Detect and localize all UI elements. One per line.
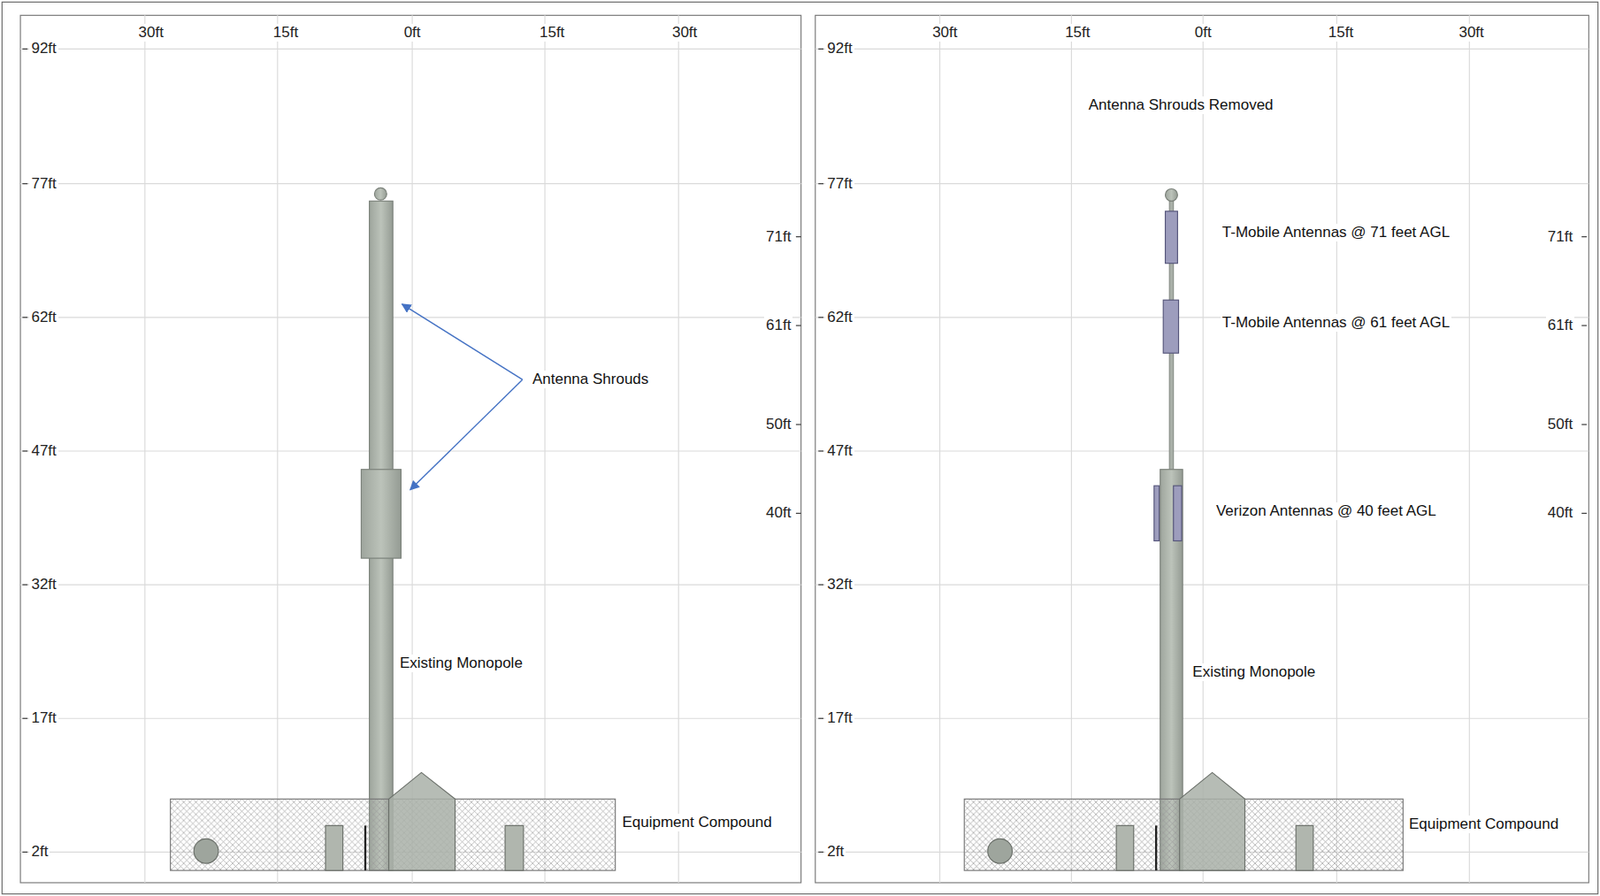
axis-label: 92ft (825, 39, 854, 58)
axis-label: 92ft (29, 39, 58, 58)
axis-label: 0ft (402, 23, 423, 42)
left-panel (20, 15, 802, 883)
height-label: 71ft (764, 228, 793, 246)
axis-label: 2ft (29, 842, 50, 861)
axis-label: 47ft (825, 442, 854, 460)
antenna-label: Verizon Antennas @ 40 feet AGL (1214, 502, 1439, 521)
axis-label: 30ft (670, 23, 699, 42)
axis-label: 2ft (825, 842, 846, 861)
height-label: 61ft (764, 316, 793, 335)
axis-label: 17ft (825, 709, 854, 728)
height-label: 50ft (1546, 415, 1575, 434)
axis-label: 77ft (29, 175, 58, 193)
part-label: Existing Monopole (1190, 663, 1317, 682)
axis-label: 0ft (1193, 23, 1214, 42)
axis-label: 47ft (29, 442, 58, 460)
axis-label: 15ft (271, 23, 300, 42)
part-label: Existing Monopole (398, 654, 525, 673)
height-label: 61ft (1546, 316, 1575, 335)
right-panel (815, 15, 1590, 883)
height-label: 50ft (764, 415, 793, 434)
antenna-label: T-Mobile Antennas @ 71 feet AGL (1220, 223, 1452, 242)
axis-label: 17ft (29, 709, 58, 728)
part-label: Equipment Compound (620, 813, 774, 832)
axis-label: 30ft (930, 23, 959, 42)
axis-label: 32ft (825, 575, 854, 594)
height-label: 40ft (1546, 504, 1575, 522)
axis-label: 32ft (29, 575, 58, 594)
note-label: Antenna Shrouds Removed (1087, 96, 1276, 115)
axis-label: 62ft (29, 308, 58, 327)
axis-label: 15ft (1326, 23, 1356, 42)
axis-label: 30ft (1456, 23, 1486, 42)
antenna-label: T-Mobile Antennas @ 61 feet AGL (1220, 313, 1452, 332)
callout-label: Antenna Shrouds (530, 370, 651, 389)
axis-label: 62ft (825, 308, 854, 327)
axis-label: 15ft (1063, 23, 1092, 42)
part-label: Equipment Compound (1407, 815, 1561, 834)
axis-label: 15ft (537, 23, 567, 42)
height-label: 71ft (1546, 228, 1575, 246)
axis-label: 77ft (825, 175, 854, 193)
axis-label: 30ft (137, 23, 166, 42)
height-label: 40ft (764, 504, 793, 522)
